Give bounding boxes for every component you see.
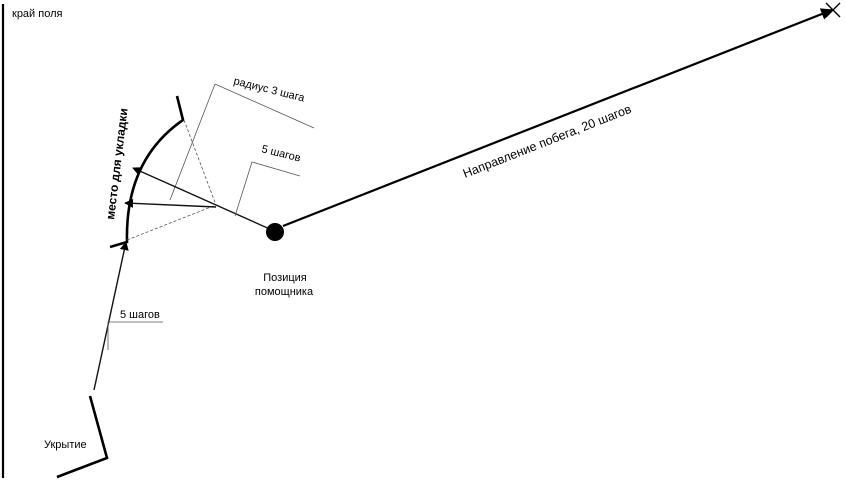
cover-shape xyxy=(56,395,109,479)
steps-lower-label: 5 шагов xyxy=(120,309,160,321)
escape-target-cross xyxy=(825,2,841,18)
escape-direction-label: Направление побега, 20 шагов xyxy=(461,102,634,181)
steps-upper-label: 5 шагов xyxy=(260,143,302,164)
helper-to-place-arrow-lower xyxy=(124,198,217,208)
radius-dash-lower xyxy=(126,204,217,241)
radius-leader xyxy=(169,83,315,201)
cover-label: Укрытие xyxy=(44,439,87,451)
field-edge-label: край поля xyxy=(12,8,62,20)
radius-label: радиус 3 шага xyxy=(232,75,306,104)
radius-dash-upper xyxy=(183,119,217,206)
escape-direction-arrow xyxy=(282,8,834,228)
cover-to-place-arrow xyxy=(93,241,129,391)
steps-lower-leader xyxy=(107,321,163,350)
helper-position-label-line1: Позиция xyxy=(263,272,307,284)
helper-position-label-line2: помощника xyxy=(255,286,314,298)
helper-position-dot xyxy=(266,223,284,241)
steps-upper-leader xyxy=(234,161,301,217)
helper-to-place-arrow-upper xyxy=(132,167,273,231)
